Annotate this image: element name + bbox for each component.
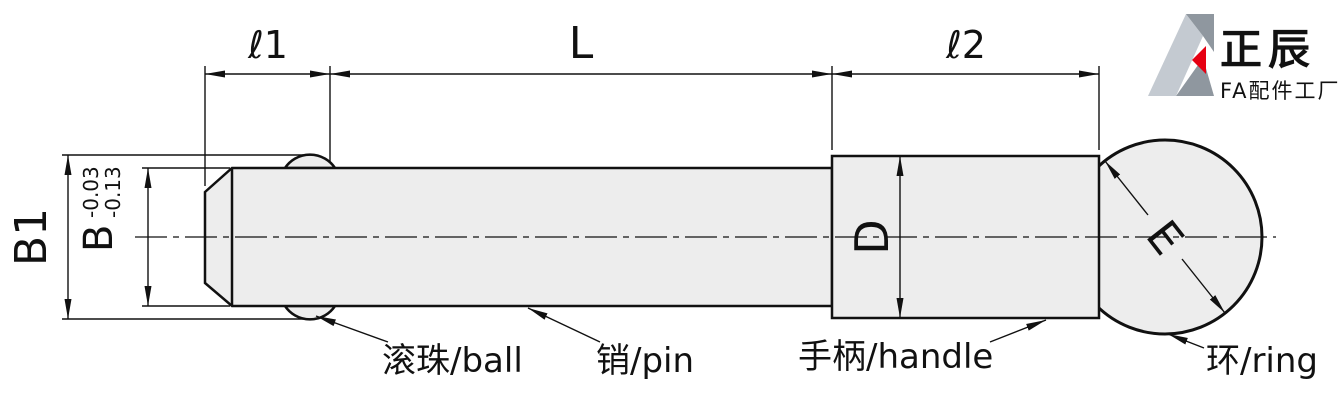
callout-pin: 销/pin bbox=[527, 307, 694, 381]
dim-B1: B1 bbox=[6, 154, 312, 320]
ball-bottom bbox=[282, 304, 338, 321]
dim-B-label-group: B -0.03 -0.13 bbox=[76, 166, 125, 252]
dim-l1: ℓ1 bbox=[205, 23, 330, 78]
callout-ring-label: 环/ring bbox=[1206, 341, 1318, 381]
logo: 正辰 FA配件工厂 bbox=[1148, 14, 1341, 103]
dim-B-tol-lower: -0.13 bbox=[101, 166, 125, 218]
callout-handle-label: 手柄/handle bbox=[798, 337, 993, 377]
dim-l2-label: ℓ2 bbox=[945, 23, 986, 67]
dim-D-label: D bbox=[845, 219, 899, 254]
dim-B1-label: B1 bbox=[6, 208, 57, 266]
dim-L-label: L bbox=[569, 18, 594, 69]
logo-mark bbox=[1148, 14, 1214, 96]
dim-extension-lines-top bbox=[204, 66, 1100, 186]
logo-subtitle-text: FA配件工厂 bbox=[1220, 79, 1341, 103]
dim-D: D bbox=[845, 156, 904, 318]
dim-B-tol-upper: -0.03 bbox=[79, 166, 103, 218]
ball-top bbox=[282, 153, 338, 170]
dim-L: L bbox=[330, 18, 832, 78]
callout-handle: 手柄/handle bbox=[798, 319, 1047, 377]
dim-B: B -0.03 -0.13 bbox=[76, 166, 230, 307]
dim-l2: ℓ2 bbox=[832, 23, 1099, 78]
callout-ball: 滚珠/ball bbox=[315, 315, 523, 381]
callout-pin-label: 销/pin bbox=[596, 341, 694, 381]
dim-l1-label: ℓ1 bbox=[247, 23, 288, 67]
callout-ring: 环/ring bbox=[1167, 333, 1318, 381]
callout-ball-label: 滚珠/ball bbox=[382, 341, 523, 381]
logo-brand-text: 正辰 bbox=[1220, 25, 1316, 74]
dim-B-label: B bbox=[76, 225, 122, 252]
